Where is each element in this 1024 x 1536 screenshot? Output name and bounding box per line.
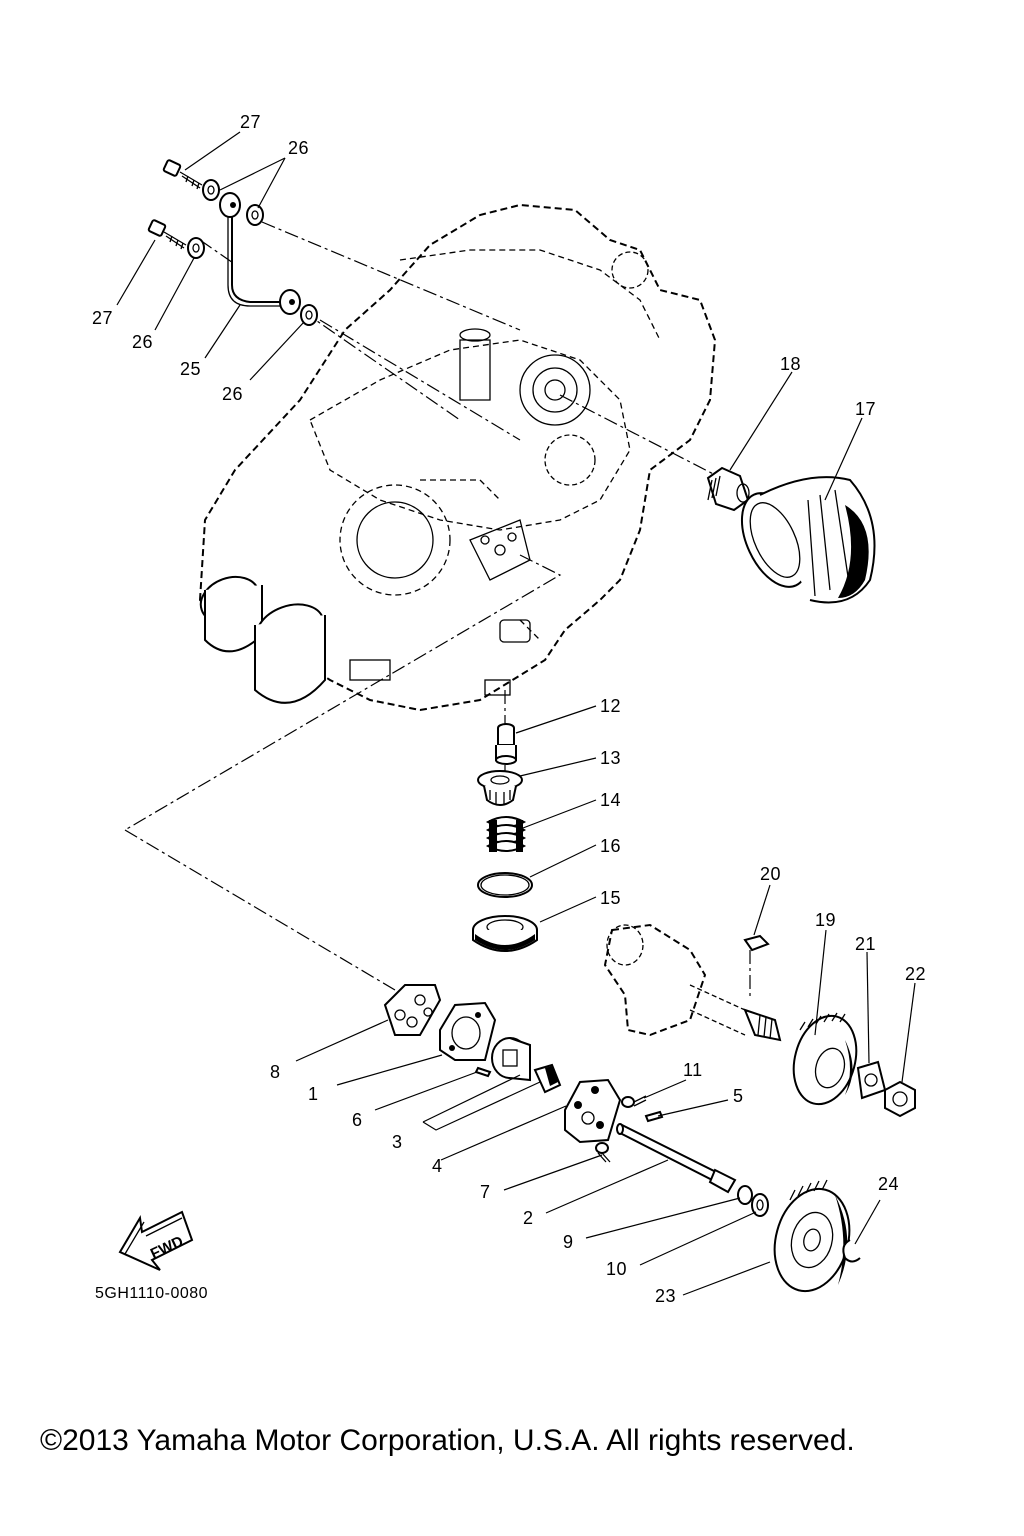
oil-pump-housing xyxy=(439,1001,497,1061)
callout-19: 19 xyxy=(815,910,836,930)
callout-labels: 27 26 27 26 25 26 18 17 12 13 14 16 15 2… xyxy=(92,112,926,1306)
dowel-pin xyxy=(474,1066,492,1078)
crankcase-outline xyxy=(198,203,717,712)
circlip-9 xyxy=(737,1185,753,1205)
relief-valve-seat xyxy=(472,915,538,952)
callout-11: 11 xyxy=(683,1060,703,1080)
relief-valve-spring xyxy=(485,816,527,852)
callout-24: 24 xyxy=(878,1174,899,1194)
callout-8: 8 xyxy=(270,1062,281,1082)
callout-5: 5 xyxy=(733,1086,744,1106)
callout-25: 25 xyxy=(180,359,201,379)
lock-washer-21 xyxy=(856,1060,887,1100)
alignment-lines xyxy=(124,221,751,1000)
callout-13: 13 xyxy=(600,748,621,768)
woodruff-key xyxy=(743,934,770,952)
callout-6: 6 xyxy=(352,1110,363,1130)
callout-27-top: 27 xyxy=(240,112,261,132)
pump-drive-shaft xyxy=(616,1123,737,1194)
union-bolt-top xyxy=(162,159,203,190)
callout-27-left: 27 xyxy=(92,308,113,328)
callout-23: 23 xyxy=(655,1286,676,1306)
o-ring xyxy=(477,872,533,898)
union-bolt-left xyxy=(147,219,187,250)
drive-gear-19 xyxy=(792,1012,858,1106)
callout-20: 20 xyxy=(760,864,781,884)
outer-rotor xyxy=(491,1037,531,1082)
water-pump-housing xyxy=(603,923,782,1042)
callout-17: 17 xyxy=(855,399,876,419)
leader-lines xyxy=(116,131,916,1296)
relief-valve-strainer xyxy=(477,770,523,806)
callout-14: 14 xyxy=(600,790,621,810)
callout-22: 22 xyxy=(905,964,926,984)
pump-screws xyxy=(595,1095,647,1163)
callout-26-left: 26 xyxy=(132,332,153,352)
inner-rotor xyxy=(533,1063,562,1094)
oil-pump-cover xyxy=(564,1078,622,1144)
diagram-code: 5GH1110-0080 xyxy=(95,1285,208,1302)
driven-gear-23 xyxy=(773,1179,851,1293)
circlip-24 xyxy=(842,1239,861,1263)
callout-7: 7 xyxy=(480,1182,491,1202)
callout-12: 12 xyxy=(600,696,621,716)
callout-3: 3 xyxy=(392,1132,403,1152)
callout-4: 4 xyxy=(432,1156,443,1176)
nut-22 xyxy=(884,1080,916,1118)
crankcase-bores xyxy=(199,575,326,704)
callout-26-bottom: 26 xyxy=(222,384,243,404)
callout-26-top: 26 xyxy=(288,138,309,158)
relief-valve-pin xyxy=(495,723,517,765)
callout-9: 9 xyxy=(563,1232,574,1252)
oil-filter-cartridge xyxy=(740,476,876,604)
small-pin xyxy=(644,1110,664,1123)
callout-15: 15 xyxy=(600,888,621,908)
washer-10 xyxy=(751,1193,769,1217)
oil-pump-gasket xyxy=(383,984,442,1036)
oil-delivery-pipe xyxy=(219,192,301,315)
copyright-notice: ©2013 Yamaha Motor Corporation, U.S.A. A… xyxy=(40,1424,855,1457)
oil-filter-union-bolt xyxy=(706,466,750,512)
callout-21: 21 xyxy=(855,934,876,954)
fwd-arrow-icon: FWD xyxy=(118,1210,194,1271)
callout-2: 2 xyxy=(523,1208,534,1228)
callout-10: 10 xyxy=(606,1259,627,1279)
callout-18: 18 xyxy=(780,354,801,374)
callout-16: 16 xyxy=(600,836,621,856)
copper-washers xyxy=(187,179,318,326)
callout-1: 1 xyxy=(308,1084,319,1104)
